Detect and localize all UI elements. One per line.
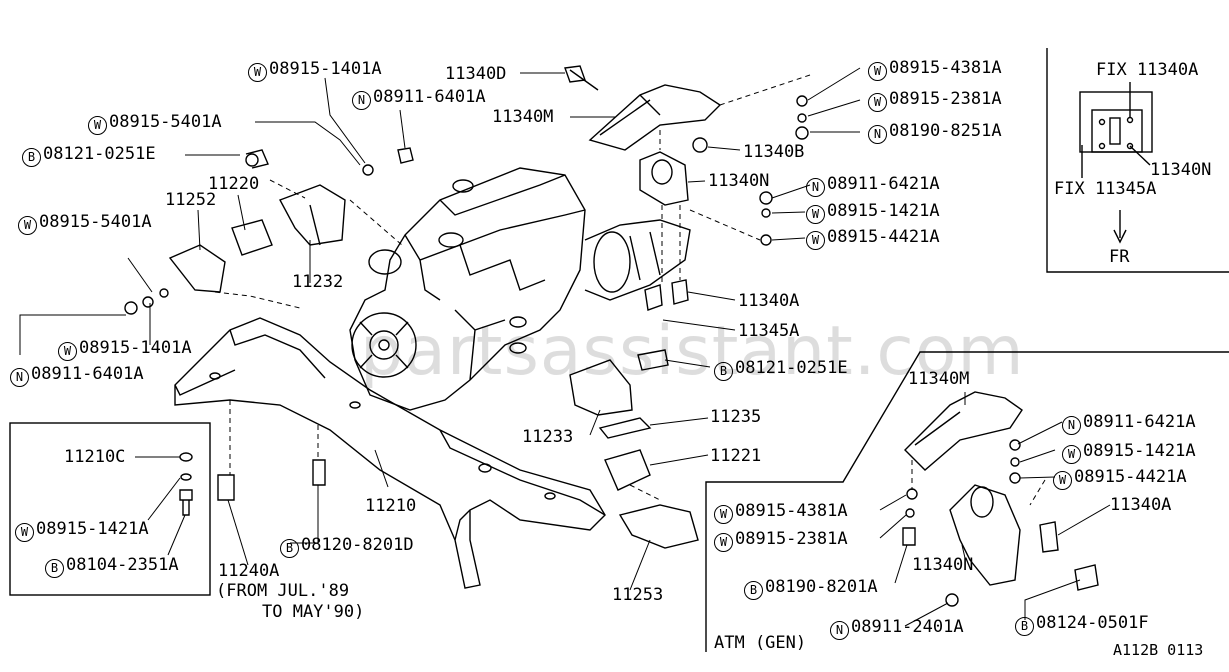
label-11220: 11220 <box>208 174 260 194</box>
label-11235: 11235 <box>710 407 762 427</box>
inset-fix-box <box>1046 48 1229 273</box>
label-11340B: 11340B <box>743 142 805 162</box>
crossmember-11210 <box>174 317 606 589</box>
label-atm-gen: ATM (GEN) <box>714 633 807 653</box>
label-11340N-top: 11340N <box>708 171 770 191</box>
label-11252: 11252 <box>165 190 217 210</box>
fix-inset-parts <box>1079 82 1153 244</box>
dashed-lines <box>214 74 1046 506</box>
atm-parts <box>902 391 1099 607</box>
label-11340A-top: 11340A <box>738 291 800 311</box>
label-11240A: 11240A <box>218 561 280 581</box>
label-11340N-inset: 11340N <box>1150 160 1212 180</box>
label-11340M-top: 11340M <box>492 107 554 127</box>
label-11340D: 11340D <box>445 64 507 84</box>
label-fix-11340A: FIX 11340A <box>1096 60 1199 80</box>
bolt-detail-box <box>9 422 211 596</box>
atm-gen-box <box>705 351 1229 652</box>
watermark: partsassistant.com <box>360 312 1025 391</box>
engine-assembly <box>349 167 691 411</box>
label-11253: 11253 <box>612 585 664 605</box>
label-11340N-atm: 11340N <box>912 555 974 575</box>
lower-mid-mount <box>569 359 699 549</box>
left-mount-parts <box>124 147 414 315</box>
label-11221: 11221 <box>710 446 762 466</box>
label-11340A-atm: 11340A <box>1110 495 1172 515</box>
label-ref-code: A112B 0113 <box>1113 641 1204 659</box>
label-11210: 11210 <box>365 496 417 516</box>
label-from-date: (FROM JUL.'89 <box>216 581 350 601</box>
label-11340M-atm: 11340M <box>908 369 970 389</box>
label-fix-11345A: FIX 11345A <box>1054 179 1157 199</box>
leader-lines <box>19 67 1111 627</box>
label-fr: FR <box>1109 247 1130 267</box>
label-11210C: 11210C <box>64 447 126 467</box>
label-to-date: TO MAY'90) <box>262 602 365 622</box>
label-11232: 11232 <box>292 272 344 292</box>
label-11345A: 11345A <box>738 321 800 341</box>
bolt-detail-parts <box>179 452 326 516</box>
label-11233: 11233 <box>522 427 574 447</box>
